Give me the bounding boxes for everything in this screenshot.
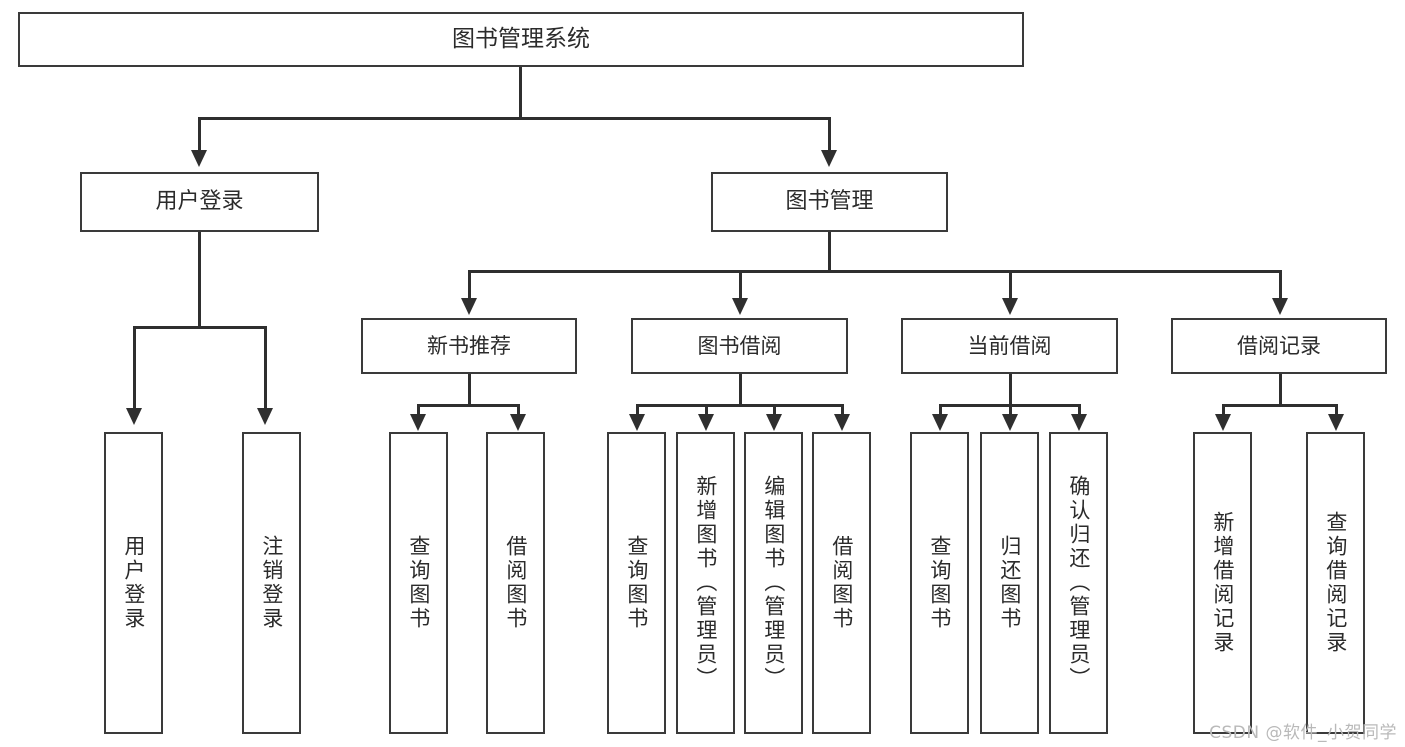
arrow-new-book-child-2 <box>510 414 526 431</box>
node-current-borrow[interactable]: 当前借阅 <box>901 318 1118 374</box>
arrow-new-book-child-1 <box>410 414 426 431</box>
node-book-borrow[interactable]: 图书借阅 <box>631 318 848 374</box>
leaf-query-book-borrow[interactable]: 查询图书 <box>607 432 666 734</box>
leaf-add-book-admin[interactable]: 新增图书（管理员） <box>676 432 735 734</box>
connector-book-management-stem <box>828 232 831 272</box>
connector-level3-leg-4 <box>1279 270 1282 300</box>
connector-user-login-stem <box>198 232 201 328</box>
connector-user-login-leg-1 <box>133 326 136 410</box>
leaf-add-borrow-record[interactable]: 新增借阅记录 <box>1193 432 1252 734</box>
arrow-borrow-record-child-1 <box>1215 414 1231 431</box>
connector-level3-bus <box>468 270 1280 273</box>
connector-current-borrow-leg-1 <box>939 404 942 418</box>
arrow-book-borrow-child-2 <box>698 414 714 431</box>
node-book-management[interactable]: 图书管理 <box>711 172 948 232</box>
arrow-to-new-book-recommend <box>461 298 477 315</box>
arrow-to-borrow-record <box>1272 298 1288 315</box>
arrow-book-borrow-child-1 <box>629 414 645 431</box>
connector-book-borrow-leg-4 <box>841 404 844 418</box>
leaf-return-book[interactable]: 归还图书 <box>980 432 1039 734</box>
connector-book-borrow-leg-1 <box>636 404 639 418</box>
node-new-book-recommend[interactable]: 新书推荐 <box>361 318 577 374</box>
connector-borrow-record-leg-1 <box>1222 404 1225 418</box>
connector-borrow-record-bus <box>1222 404 1337 407</box>
connector-user-login-leg-2 <box>264 326 267 410</box>
leaf-user-login[interactable]: 用户登录 <box>104 432 163 734</box>
connector-borrow-record-stem <box>1279 374 1282 406</box>
arrow-book-borrow-child-4 <box>834 414 850 431</box>
connector-new-book-bus <box>417 404 519 407</box>
leaf-borrow-book-recommend[interactable]: 借阅图书 <box>486 432 545 734</box>
node-borrow-record[interactable]: 借阅记录 <box>1171 318 1387 374</box>
arrow-root-to-user-login <box>191 150 207 167</box>
connector-user-login-bus <box>133 326 265 329</box>
connector-root-bus <box>198 117 830 120</box>
leaf-edit-book-admin[interactable]: 编辑图书（管理员） <box>744 432 803 734</box>
node-root-library-management-system[interactable]: 图书管理系统 <box>18 12 1024 67</box>
connector-book-borrow-stem <box>739 374 742 406</box>
connector-level3-leg-2 <box>739 270 742 300</box>
leaf-query-book-recommend[interactable]: 查询图书 <box>389 432 448 734</box>
leaf-query-book-current[interactable]: 查询图书 <box>910 432 969 734</box>
connector-borrow-record-leg-2 <box>1335 404 1338 418</box>
connector-new-book-leg-1 <box>417 404 420 418</box>
connector-new-book-stem <box>468 374 471 406</box>
connector-level3-leg-1 <box>468 270 471 300</box>
arrow-to-leaf-user-login <box>126 408 142 425</box>
arrow-borrow-record-child-2 <box>1328 414 1344 431</box>
connector-current-borrow-leg-3 <box>1078 404 1081 418</box>
connector-root-leg-1 <box>198 117 201 153</box>
connector-current-borrow-stem <box>1009 374 1012 406</box>
connector-root-leg-2 <box>828 117 831 153</box>
arrow-to-current-borrow <box>1002 298 1018 315</box>
arrow-book-borrow-child-3 <box>766 414 782 431</box>
leaf-query-borrow-record[interactable]: 查询借阅记录 <box>1306 432 1365 734</box>
connector-book-borrow-bus <box>636 404 843 407</box>
arrow-current-borrow-child-3 <box>1071 414 1087 431</box>
connector-root-stem <box>519 67 522 118</box>
node-user-login[interactable]: 用户登录 <box>80 172 319 232</box>
arrow-current-borrow-child-2 <box>1002 414 1018 431</box>
leaf-borrow-book[interactable]: 借阅图书 <box>812 432 871 734</box>
connector-current-borrow-leg-2 <box>1009 404 1012 418</box>
connector-book-borrow-leg-2 <box>705 404 708 418</box>
arrow-to-book-borrow <box>732 298 748 315</box>
leaf-logout[interactable]: 注销登录 <box>242 432 301 734</box>
arrow-root-to-book-management <box>821 150 837 167</box>
connector-level3-leg-3 <box>1009 270 1012 300</box>
connector-new-book-leg-2 <box>517 404 520 418</box>
leaf-confirm-return-admin[interactable]: 确认归还（管理员） <box>1049 432 1108 734</box>
arrow-to-leaf-logout <box>257 408 273 425</box>
connector-book-borrow-leg-3 <box>773 404 776 418</box>
arrow-current-borrow-child-1 <box>932 414 948 431</box>
